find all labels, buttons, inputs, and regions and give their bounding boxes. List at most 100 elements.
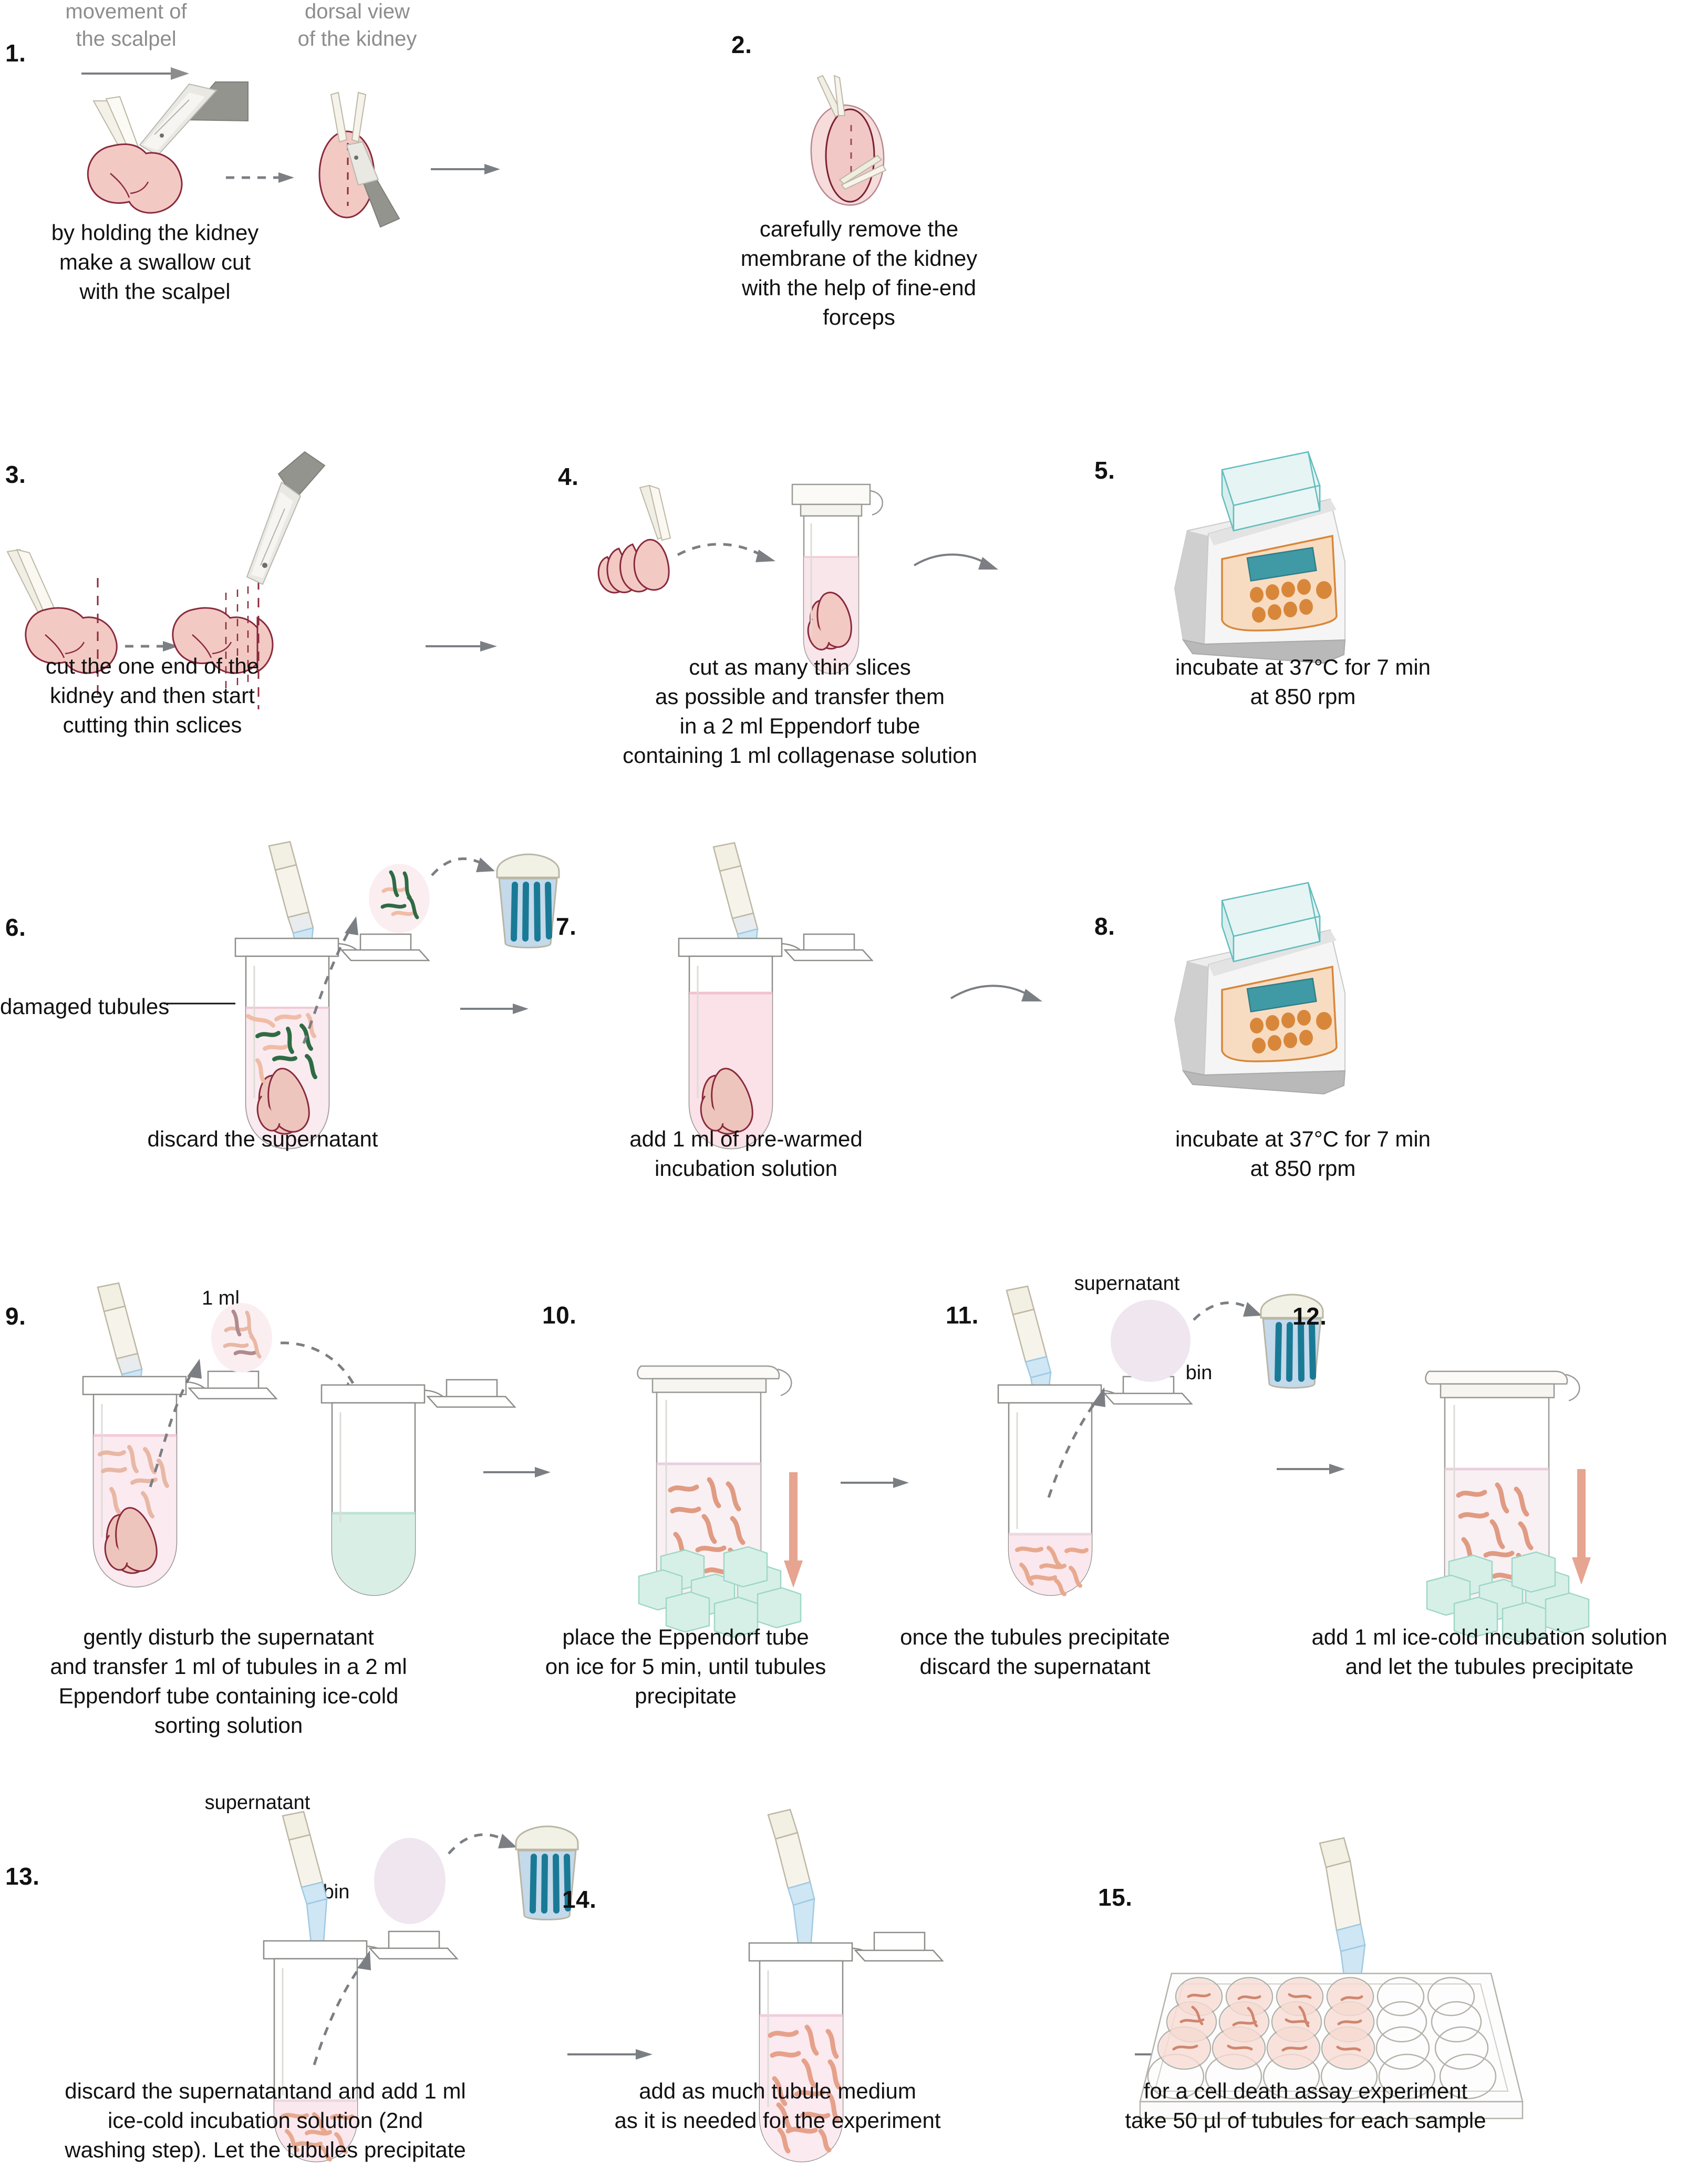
thermomixer-icon [1174,451,1346,664]
step-number-4: 4. [558,463,579,490]
supernatant-bubble [374,1838,446,1924]
eppendorf-tube-icon [678,933,874,1150]
source-eppendorf-tube-icon [82,1370,278,1588]
dashed-arrow-up-icon [149,1359,202,1487]
dashed-arrow-icon [313,1950,371,2065]
arrow-step4-to-step5-icon [913,553,998,570]
step-1-caption: by holding the kidney make a swallow cut… [51,220,259,304]
label-dorsal-view: dorsal view of the kidney [297,0,417,50]
label-movement-of-scalpel: movement of the scalpel [65,0,187,50]
eppendorf-tube-icon [234,933,430,1150]
precipitated-tubules-icons [281,2112,354,2162]
step-11-illustration [997,1285,1419,1624]
step-4-illustration [578,452,998,678]
step-number-14: 14. [562,1886,597,1913]
step-number-15: 15. [1098,1884,1133,1911]
step-4-caption: cut as many thin slices as possible and … [623,655,977,768]
step-13-illustration [147,1811,620,2180]
filled-wells [1159,1979,1373,2068]
kidney-sliced-icon [172,580,274,709]
discarded-tubules-bubble [369,864,430,933]
step-15-caption: for a cell death assay experiment take 5… [1125,2079,1486,2133]
step-8-caption: incubate at 37°C for 7 min at 850 rpm [1175,1126,1431,1181]
tissue-clump [700,1068,753,1135]
tubules-icons [768,2024,841,2154]
scalpel-icon [246,451,326,585]
dashed-arrow-icon [125,641,179,652]
dashed-arrow-icon [226,172,294,183]
step-9-caption: gently disturb the supernatant and trans… [50,1625,407,1738]
ice-cubes-icon [638,1546,802,1638]
eppendorf-tube-icon [791,483,883,675]
arrow-step7-to-step8-icon [950,985,1042,1001]
kidney-icon [25,578,118,697]
step-2-caption: carefully remove the membrane of the kid… [740,216,978,329]
destination-eppendorf-tube-icon [320,1379,516,1596]
step-number-2: 2. [731,31,752,58]
step-number-5: 5. [1094,457,1115,484]
step-number-13: 13. [5,1863,40,1890]
dashed-arrow-icon [302,916,358,1044]
keypad-icon [1250,1010,1332,1053]
step-13-caption: discard the supernatantand and add 1 ml … [65,2079,466,2162]
step-14-caption: add as much tubule medium as it is neede… [614,2079,941,2133]
dashed-arrow-to-bin-icon [448,1833,517,1855]
step-number-9: 9. [5,1303,26,1330]
bin-icon [1260,1294,1324,1389]
step-5-illustration [1124,431,1492,667]
tissue-clump [104,1507,158,1574]
step-14-illustration [699,1808,1119,2180]
tissue-clump [256,1068,310,1135]
supernatant-bubble [1111,1300,1191,1382]
forceps-icon [639,484,671,541]
transferred-tubules-bubble [211,1303,272,1372]
step-number-1: 1. [5,39,26,67]
forceps-right-icon [839,154,887,190]
step-9-illustration [21,1282,552,1624]
kidney-dorsal-icon [318,91,400,228]
step-7-illustration [657,841,1077,1177]
arrow-step10-to-step11-icon [841,1477,909,1488]
step-6-illustration [164,841,699,1177]
dashed-arrow-icon [1047,1387,1105,1498]
scalpel-icon [139,81,249,157]
step-number-10: 10. [542,1301,577,1329]
step-number-6: 6. [5,914,26,941]
arrow-step13-to-step14 [567,2039,672,2070]
kidney-slices-icon [597,539,670,594]
step-10-illustration [620,1361,935,1655]
arrow-step6-to-step7-icon [460,1004,529,1014]
step-number-8: 8. [1094,913,1115,940]
eppendorf-tube-icon [748,1931,944,2163]
arrow-step1-to-step2-icon [431,164,500,174]
step-5-caption: incubate at 37°C for 7 min at 850 rpm [1175,655,1431,709]
tissue-slices-in-tube [807,592,852,650]
thermomixer-icon [1174,882,1346,1095]
label-supernatant-13: supernatant [204,1792,310,1814]
arrow-step9-to-step10-icon [483,1467,551,1477]
kidney-membrane-icon [810,104,885,206]
precipitation-arrow-icon [1572,1469,1591,1585]
label-bin-11: bin [1185,1362,1213,1384]
label-supernatant-11: supernatant [1074,1273,1180,1295]
step-3-illustration [0,451,531,709]
ice-cubes-icon [1426,1551,1590,1643]
well-plate-icon [1139,1972,1524,2120]
precipitated-tubules-icons [1015,1546,1089,1596]
step-number-3: 3. [5,461,26,488]
dashed-arc-arrow-icon [677,543,775,562]
tubules-in-source [98,1445,169,1518]
step-number-11: 11. [946,1301,979,1329]
step-2-illustration [709,32,1003,231]
forceps-top-icon [816,75,846,118]
arrow-step3-to-step4-icon [426,641,497,652]
step-10-caption: place the Eppendorf tube on ice for 5 mi… [545,1625,826,1708]
dashed-arrow-to-bin-icon [1193,1301,1262,1321]
thermomixer-lid-icon [1221,451,1321,532]
eppendorf-tube-icon [997,1376,1193,1596]
step-6-caption: discard the supernatant [147,1126,378,1151]
step-1-illustration [32,42,504,231]
step-15-illustration [1119,1837,1592,2133]
step-number-7: 7. [556,913,577,940]
bin-icon [496,853,560,948]
